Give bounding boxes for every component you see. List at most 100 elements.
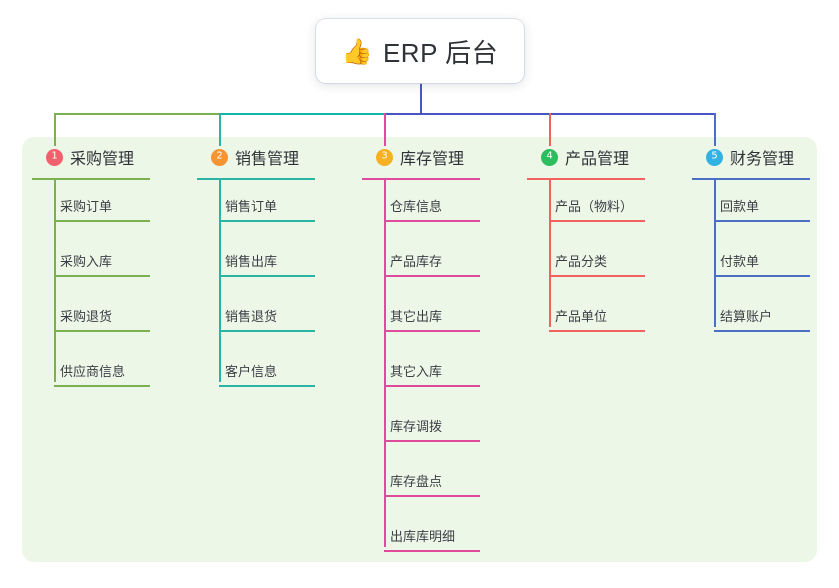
category-column-1: 1 采购管理 [32,144,150,180]
leaf-item-label: 结算账户 [720,309,773,324]
category-column-2: 2 销售管理 [197,144,315,180]
leaf-item[interactable]: 库存调拨 [384,416,480,442]
leaf-item[interactable]: 销售出库 [219,251,315,277]
category-spine-3 [384,178,386,547]
leaf-item[interactable]: 销售退货 [219,306,315,332]
category-number-badge: 4 [541,148,558,166]
leaf-item[interactable]: 仓库信息 [384,196,480,222]
leaf-item-label: 采购入库 [60,254,113,269]
leaf-item-underline [54,330,150,332]
leaf-item-label: 销售出库 [225,254,278,269]
leaf-item-underline [54,220,150,222]
leaf-item[interactable]: 产品单位 [549,306,645,332]
leaf-item[interactable]: 销售订单 [219,196,315,222]
leaf-item[interactable]: 出库库明细 [384,526,480,552]
leaf-item-underline [384,495,480,497]
leaf-item-underline [54,275,150,277]
category-number-text: 5 [711,150,718,162]
category-label: 产品管理 [565,151,630,168]
leaf-item-label: 库存盘点 [390,474,443,489]
category-underline [527,178,645,180]
leaf-item-underline [384,220,480,222]
leaf-item-label: 付款单 [720,254,760,269]
category-underline [32,178,150,180]
category-number-badge: 1 [46,148,63,166]
leaf-item-underline [549,275,645,277]
diagram-title-card: 👍 ERP 后台 [316,19,524,83]
leaf-item-label: 销售订单 [225,199,278,214]
leaf-item[interactable]: 客户信息 [219,361,315,387]
leaf-item-underline [384,330,480,332]
leaf-item[interactable]: 付款单 [714,251,810,277]
leaf-item-underline [549,330,645,332]
leaf-item-underline [714,220,810,222]
category-spine-2 [219,178,221,382]
category-header-2[interactable]: 2 销售管理 [197,144,315,170]
leaf-item[interactable]: 产品（物料） [549,196,645,222]
drop-stub-2 [219,113,221,146]
leaf-item[interactable]: 采购退货 [54,306,150,332]
leaf-item[interactable]: 产品分类 [549,251,645,277]
leaf-item-label: 回款单 [720,199,760,214]
category-number-text: 2 [216,150,223,162]
leaf-item-label: 其它出库 [390,309,443,324]
category-column-3: 3 库存管理 [362,144,480,180]
category-spine-1 [54,178,56,382]
leaf-item-underline [714,330,810,332]
leaf-item[interactable]: 采购入库 [54,251,150,277]
leaf-item-underline [384,385,480,387]
leaf-item[interactable]: 库存盘点 [384,471,480,497]
category-label: 销售管理 [235,151,300,168]
category-underline [362,178,480,180]
category-number-text: 1 [51,150,58,162]
bus-segment-1 [54,113,221,115]
diagram-panel [22,137,817,562]
category-number-badge: 2 [211,148,228,166]
leaf-item-underline [384,440,480,442]
leaf-item[interactable]: 产品库存 [384,251,480,277]
drop-stub-3 [384,113,386,146]
leaf-item-label: 产品库存 [390,254,443,269]
drop-stub-1 [54,113,56,146]
drop-stub-4 [549,113,551,146]
trunk-line [420,83,422,115]
category-header-3[interactable]: 3 库存管理 [362,144,480,170]
category-label: 采购管理 [70,151,135,168]
leaf-item-label: 产品单位 [555,309,608,324]
leaf-item-underline [219,220,315,222]
leaf-item[interactable]: 其它入库 [384,361,480,387]
leaf-item-underline [54,385,150,387]
category-label: 库存管理 [400,151,465,168]
leaf-item[interactable]: 采购订单 [54,196,150,222]
leaf-item-underline [549,220,645,222]
leaf-item-label: 产品分类 [555,254,608,269]
drop-stub-5 [714,113,716,146]
leaf-item-underline [714,275,810,277]
category-number-text: 3 [381,150,388,162]
leaf-item-label: 出库库明细 [390,529,456,544]
leaf-item-label: 供应商信息 [60,364,126,379]
leaf-item[interactable]: 供应商信息 [54,361,150,387]
category-header-1[interactable]: 1 采购管理 [32,144,150,170]
leaf-item-label: 库存调拨 [390,419,443,434]
page-title: ERP 后台 [382,37,499,68]
leaf-item-label: 仓库信息 [390,199,443,214]
leaf-item-label: 采购退货 [60,309,113,324]
leaf-item-underline [219,330,315,332]
leaf-item[interactable]: 结算账户 [714,306,810,332]
category-number-text: 4 [546,150,553,162]
leaf-item[interactable]: 其它出库 [384,306,480,332]
leaf-item-label: 客户信息 [225,364,278,379]
category-spine-5 [714,178,716,327]
category-header-4[interactable]: 4 产品管理 [527,144,645,170]
leaf-item-label: 采购订单 [60,199,113,214]
leaf-item-label: 销售退货 [225,309,278,324]
category-number-badge: 5 [706,148,723,166]
leaf-item[interactable]: 回款单 [714,196,810,222]
category-underline [197,178,315,180]
category-spine-4 [549,178,551,327]
category-column-4: 4 产品管理 [527,144,645,180]
leaf-item-underline [384,550,480,552]
